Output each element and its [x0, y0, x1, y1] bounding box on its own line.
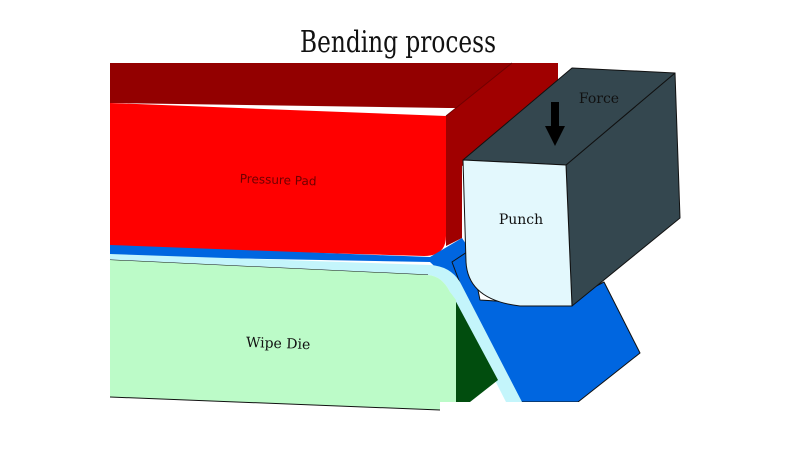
wipe-die-label: Wipe Die	[246, 335, 311, 353]
down-arrow-icon	[545, 102, 565, 146]
pressure-pad-top-face	[110, 63, 558, 108]
wipe-die-side-face	[454, 298, 498, 402]
bottom-mask	[440, 402, 680, 450]
pressure-pad-edge	[445, 62, 513, 117]
sheet-metal-strip	[110, 238, 470, 300]
wipe-die-bottom-edge	[109, 396, 441, 411]
pressure-pad-front-face	[110, 103, 446, 256]
wipe-die-front-face	[110, 260, 456, 412]
force-label: Force	[579, 91, 619, 107]
punch-label: Punch	[499, 212, 543, 228]
punch-front-face	[462, 159, 573, 307]
pressure-pad-label: Pressure Pad	[240, 172, 317, 189]
diagram-title: Bending process	[300, 25, 496, 60]
force-indicator: Force	[545, 91, 619, 146]
punch: Punch	[462, 67, 681, 307]
wipe-die: Wipe Die	[109, 260, 498, 412]
